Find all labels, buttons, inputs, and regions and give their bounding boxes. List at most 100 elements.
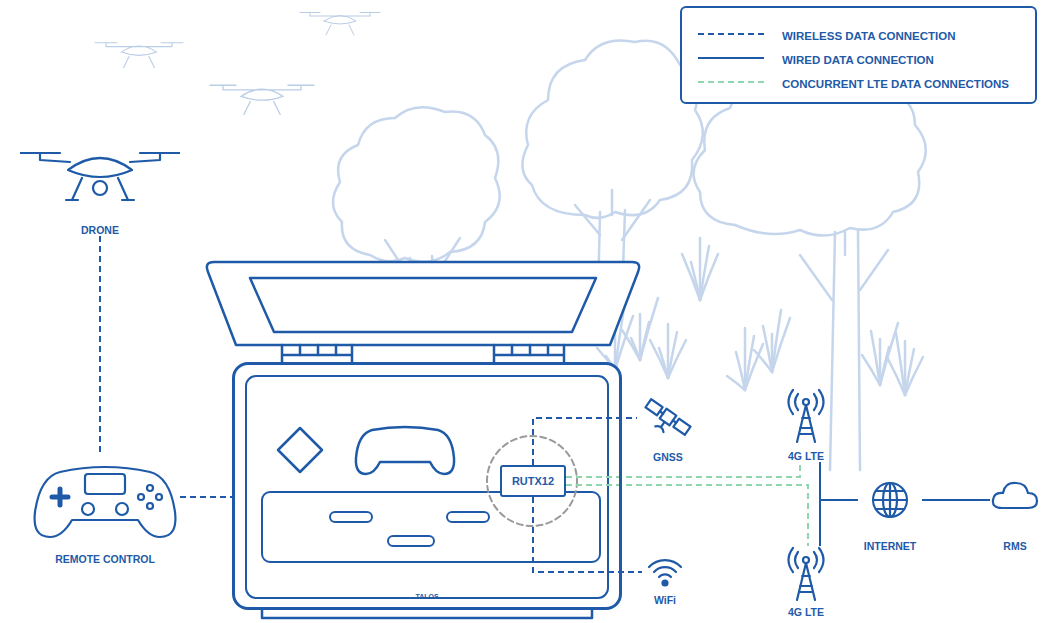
remote-icon-part-part [138,494,144,500]
grass-blade [650,340,668,378]
legend-line [698,81,764,83]
legend-text: WIRED DATA CONNECTION [782,54,934,66]
case-illustration-part [262,610,592,618]
drone-icon-part [20,153,180,200]
remote-icon-part-part [156,494,162,500]
node-label: RMS [1003,540,1026,552]
node-label: WiFi [654,594,676,606]
drone-icon-part-part [68,158,132,177]
drone-icon-part-part [66,178,134,200]
node-label: 4G LTE [788,450,824,462]
globe-icon-part [873,483,907,517]
case-illustration-part [388,536,434,546]
globe-icon-part-part [873,483,907,517]
lte-link [566,485,808,546]
cloud-icon-part-part [993,483,1037,508]
grass-blade [745,336,754,390]
legend-sample [698,56,764,60]
tower-icon-part-part [789,548,824,600]
grass-illustration [597,238,923,395]
satellite-icon-part-part [651,411,676,435]
drone-icon-part-part [93,181,107,195]
faded-drones-part [300,13,380,36]
node-label: DRONE [81,224,119,236]
grass-blade [772,310,781,372]
grass-blade [700,254,718,300]
grass-blade [622,330,640,360]
satellite-icon [637,395,699,441]
wireless-link [180,496,232,498]
legend-sample [698,32,764,36]
grass-blade [668,332,677,378]
satellite-icon-part-part [660,409,677,426]
tower-icon-part [789,548,824,600]
wireless-link [99,236,101,452]
remote-icon-part-part [116,503,128,515]
tower-icon-part-part [789,390,824,442]
grass-blade [871,331,880,385]
wifi-icon-part-part [663,581,668,586]
case-illustration-part [250,278,596,332]
legend-sample [698,80,764,84]
case-box: TALOSRUTX12 [232,362,622,610]
tower-icon: 4G LTE [778,388,834,462]
case-illustration-part [282,345,564,362]
tower-icon [778,546,834,602]
drone-icon: DRONE [20,148,180,236]
cloud-icon-part [993,483,1037,508]
case-illustration-part [207,262,639,345]
legend-line [698,33,764,35]
node-label: INTERNET [864,540,917,552]
globe-icon: INTERNET [858,476,922,552]
case-illustration-part [300,345,548,355]
grass-blade [682,254,700,300]
legend-text: WIRELESS DATA CONNECTION [782,30,956,42]
legend-row: WIRED DATA CONNECTION [698,50,850,66]
faded-drones-part [95,43,183,68]
grass-blade [668,340,686,378]
cloud-icon [990,474,1040,522]
faded-drones [95,13,380,115]
faded-drones-part-part [300,13,380,36]
grass-blade [905,357,923,395]
wifi-icon-part [649,560,681,585]
tower-icon [778,388,834,444]
tree-illustration-part [575,190,650,240]
faded-drones-part-part [95,43,183,68]
tree-illustration-part [333,107,500,262]
faded-drones-part [210,85,314,114]
satellite-icon: GNSS [637,395,699,463]
legend-box: WIRELESS DATA CONNECTION WIRED DATA CONNE… [680,6,1037,104]
node-label: RUTX12 [508,475,558,487]
case-illustration-part [447,512,489,522]
tower-icon-part [789,390,824,442]
legend-row: WIRELESS DATA CONNECTION [698,26,872,42]
node-label: REMOTE CONTROL [55,553,155,565]
globe-icon-part-part-part [873,483,907,517]
wireless-link [533,497,642,572]
faded-drones-part-part [210,85,314,114]
wired-link [922,499,990,501]
node-label: 4G LTE [788,606,824,618]
globe-icon [858,476,922,526]
case-illustration-part [278,428,322,472]
remote-icon-part-part [82,503,94,515]
lte-link [566,462,800,477]
grass-blade [700,246,709,300]
remote-icon-part-part [85,474,125,494]
remote-icon-part-part [147,503,153,509]
wifi-icon-part-part [649,560,681,577]
legend-text: CONCURRENT LTE DATA CONNECTIONS [782,78,1009,90]
remote-icon-part-part [147,485,153,491]
case-illustration [207,262,639,618]
satellite-icon-part [640,398,691,441]
satellite-icon-part-part [673,419,690,435]
globe-icon-part-part [873,483,907,517]
wifi-icon: WiFi [642,556,688,606]
grass-blade [772,318,790,372]
remote-icon: REMOTE CONTROL [30,452,180,565]
tower-icon: 4G LTE [778,546,834,618]
router-box: RUTX12 [500,465,566,497]
grass-blade [763,326,772,372]
wired-link [820,500,858,546]
